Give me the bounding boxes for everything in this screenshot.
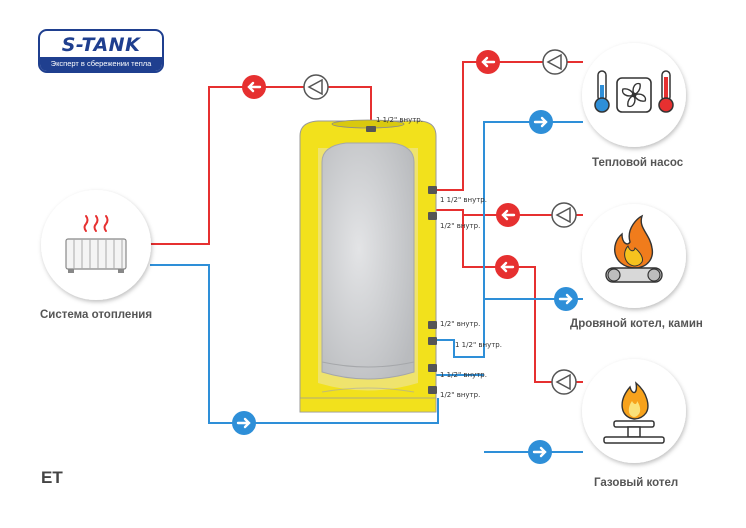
thermometer-hot-icon (658, 70, 674, 113)
flame-icon (614, 214, 654, 269)
port-right-5-label: 1 1/2" внутр. (440, 371, 487, 379)
model-label: ET (41, 468, 63, 487)
buffer-tank (299, 119, 437, 413)
heat-pump-label: Тепловой насос (592, 157, 684, 169)
hot-arrow-icon (242, 75, 266, 99)
cold-arrow-icon (554, 287, 578, 311)
pump-icon (551, 369, 577, 395)
fan-icon (616, 77, 652, 113)
logs-icon (605, 267, 663, 283)
cold-flow-markers (232, 110, 578, 464)
cold-arrow-icon (232, 411, 256, 435)
port-right-2-label: 1/2" внутр. (440, 222, 481, 230)
heating-system-device (41, 190, 151, 300)
pump-icon (542, 49, 568, 75)
heating-system-label: Система отопления (40, 309, 153, 321)
port-right-3-label: 1/2" внутр. (440, 320, 481, 328)
heat-pump-device (582, 43, 686, 147)
pump-icon (303, 74, 329, 100)
wood-boiler-device (582, 204, 686, 308)
gas-boiler-device (582, 359, 686, 463)
hot-arrow-icon (495, 255, 519, 279)
pumps (303, 49, 577, 395)
brand-logo: S-TANK Эксперт в сбережении тепла (38, 29, 164, 73)
gas-boiler-label: Газовый котел (594, 477, 679, 489)
hot-arrow-icon (476, 50, 500, 74)
radiator-icon (65, 238, 127, 273)
logo-text: S-TANK (61, 34, 141, 56)
cold-arrow-icon (528, 440, 552, 464)
burner-icon (603, 420, 665, 444)
gas-flame-icon (621, 381, 649, 420)
hot-arrow-icon (496, 203, 520, 227)
logo-tagline: Эксперт в сбережении тепла (40, 57, 162, 71)
port-right-4-label: 1 1/2" внутр. (455, 341, 502, 349)
pump-icon (551, 202, 577, 228)
hot-flow-markers (242, 50, 520, 279)
tank-connectors (366, 126, 437, 394)
port-right-1-label: 1 1/2" внутр. (440, 196, 487, 204)
port-top-label: 1 1/2" внутр. (376, 116, 423, 124)
heat-waves-icon (83, 215, 109, 232)
port-right-6-label: 1/2" внутр. (440, 391, 481, 399)
cold-arrow-icon (529, 110, 553, 134)
wood-boiler-label: Дровяной котел, камин (570, 318, 703, 330)
thermometer-cold-icon (594, 70, 610, 113)
